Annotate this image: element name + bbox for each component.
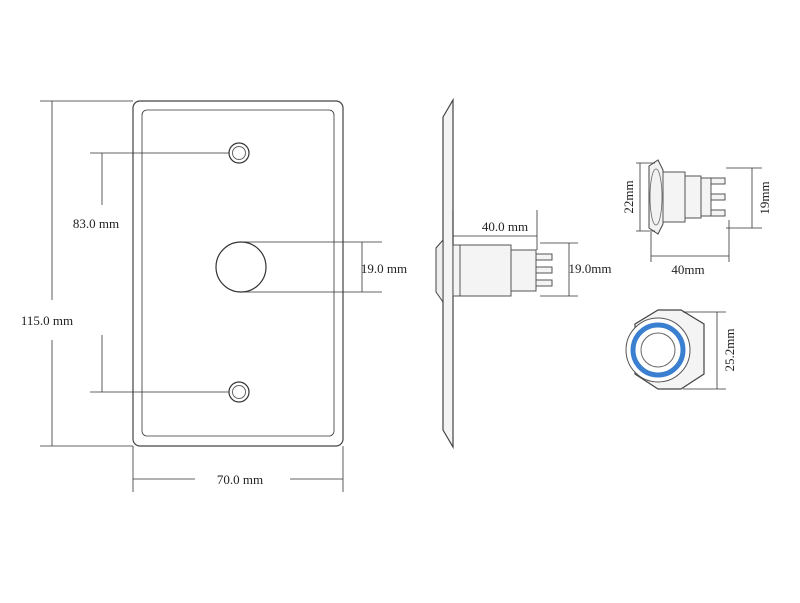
dim-small-height-right: 19mm	[757, 181, 772, 214]
front-view: 115.0 mm 83.0 mm 19.0 mm 70.0 mm	[21, 100, 407, 492]
switch-side-detail: 22mm 19mm 40mm	[621, 159, 772, 277]
switch-thread	[684, 175, 702, 219]
switch-back	[510, 249, 537, 292]
plate-edge	[442, 97, 454, 450]
button-cap	[435, 238, 444, 304]
terminal-pin	[710, 193, 726, 201]
dim-small-height-left: 22mm	[621, 180, 636, 213]
pin	[535, 253, 553, 261]
dim-side-depth: 40.0 mm	[482, 219, 528, 234]
switch-nut	[662, 171, 686, 223]
side-view: 40.0 mm 19.0mm	[435, 97, 612, 450]
blue-ring	[630, 322, 686, 378]
dim-plate-width: 70.0 mm	[217, 472, 263, 487]
screw-hole-bottom-inner	[232, 385, 246, 399]
dim-button-diameter: 19.0 mm	[361, 261, 407, 276]
button-hole	[215, 241, 267, 293]
pin	[535, 266, 553, 274]
dim-nut-size: 25.2mm	[722, 329, 737, 372]
dim-hole-spacing: 83.0 mm	[73, 216, 119, 231]
terminal-pin	[710, 209, 726, 217]
switch-body	[452, 244, 512, 297]
button-face	[640, 332, 676, 368]
screw-hole-top-inner	[232, 146, 246, 160]
plate-inner	[141, 109, 335, 437]
pin	[535, 279, 553, 287]
switch-head	[648, 159, 664, 235]
switch-terminal	[700, 177, 712, 217]
switch-front-detail: 25.2mm	[625, 309, 737, 390]
terminal-pin	[710, 177, 726, 185]
dim-small-length: 40mm	[671, 262, 704, 277]
dim-plate-height: 115.0 mm	[21, 313, 73, 328]
dim-side-button: 19.0mm	[569, 261, 612, 276]
switch-head-curve	[649, 168, 663, 226]
